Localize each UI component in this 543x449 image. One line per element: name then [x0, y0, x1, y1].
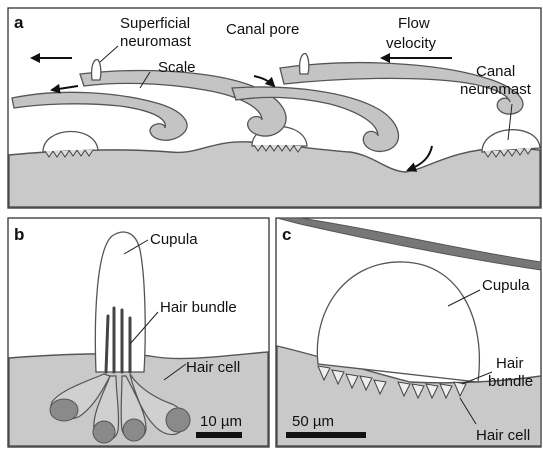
panel-b-cupula-label: Cupula	[150, 231, 198, 248]
canal-pore-label: Canal pore	[226, 21, 299, 38]
panel-b-hair-bundle-label: Hair bundle	[160, 299, 237, 316]
superficial-neuromast-leader	[100, 46, 118, 62]
panel-b-cupula	[95, 232, 145, 372]
panel-c-hair-label: Hair	[496, 355, 524, 372]
panel-b-scale-bar	[196, 432, 242, 438]
panel-b-hair-cell-label: Hair cell	[186, 359, 240, 376]
canal-label: Canal	[476, 63, 515, 80]
scale-1	[12, 92, 187, 140]
canal-neuromast-cupula-1	[43, 131, 98, 152]
panel-c-bundle-label: bundle	[488, 373, 533, 390]
panel-a-letter: a	[14, 13, 24, 32]
panel-c-cupula	[317, 262, 479, 382]
panel-c-hair-cell-label: Hair cell	[476, 427, 530, 444]
panel-a: a Superficial neuromast Scale Canal pore…	[8, 8, 541, 208]
superficial-neuromast-label-line2: neuromast	[120, 33, 192, 50]
scale-label: Scale	[158, 59, 196, 76]
panel-b-scale-label: 10 µm	[200, 413, 242, 430]
velocity-label: velocity	[386, 35, 437, 52]
flow-arrow-scale-left	[52, 86, 78, 90]
panel-c-cupula-label: Cupula	[482, 277, 530, 294]
canal-pore-neuromast	[300, 54, 309, 74]
panel-b-letter: b	[14, 225, 24, 244]
panel-c-scale-label: 50 µm	[292, 413, 334, 430]
superficial-neuromast	[92, 60, 101, 80]
superficial-neuromast-label-line1: Superficial	[120, 15, 190, 32]
canal-pore-arrow	[254, 76, 274, 86]
flow-label: Flow	[398, 15, 430, 32]
panel-c: c Cupula Hair bundle Hair cell 50 µm	[276, 218, 541, 447]
panel-c-scale-bar	[286, 432, 366, 438]
panel-c-letter: c	[282, 225, 291, 244]
panel-b: b Cupula Hair bundle Hair cell 10 µm	[8, 218, 269, 447]
canal-neuromast-label: neuromast	[460, 81, 532, 98]
